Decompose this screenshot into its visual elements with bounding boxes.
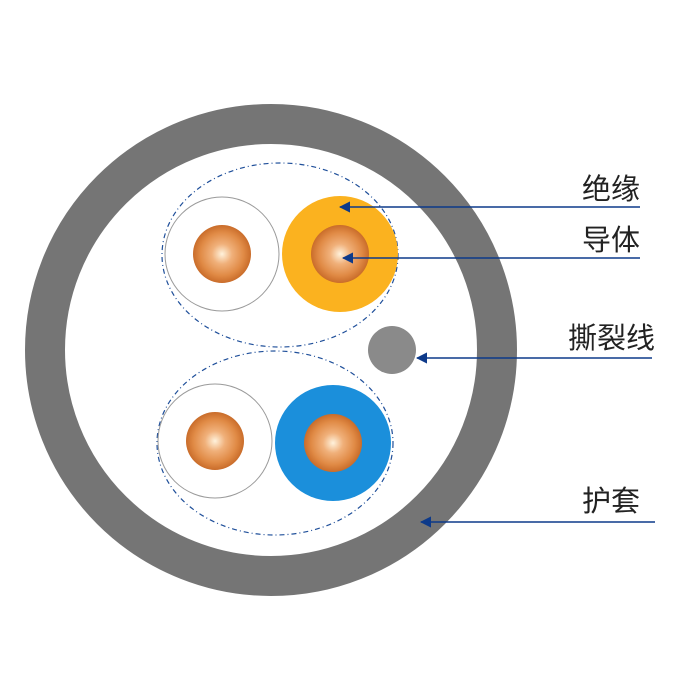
- conductor-white-bottom: [186, 412, 244, 470]
- pair-outline-bottom: [156, 350, 394, 536]
- label-ripcord: 撕裂线: [568, 321, 655, 355]
- label-conductor: 导体: [582, 223, 640, 257]
- pair-outline-top: [161, 162, 399, 348]
- conductor-white-top: [193, 225, 251, 283]
- label-insulation: 绝缘: [582, 172, 640, 206]
- ripcord: [368, 326, 416, 374]
- label-jacket: 护套: [582, 484, 640, 518]
- outer-jacket: [25, 104, 517, 596]
- conductor-blue: [304, 414, 362, 472]
- conductor-orange: [311, 225, 369, 283]
